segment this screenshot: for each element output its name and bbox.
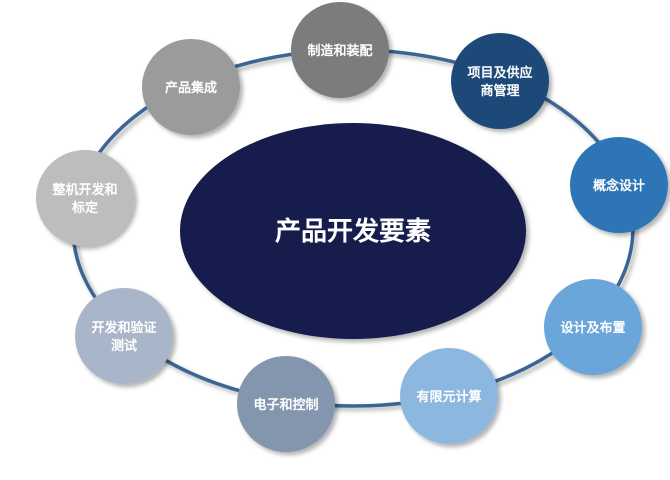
element-node: 设计及布置 (544, 279, 642, 375)
node-label: 电子和控制 (253, 397, 318, 413)
node-label-line: 测试 (111, 338, 137, 354)
node-label-line: 电子和控制 (253, 397, 318, 413)
node-label: 项目及供应商管理 (467, 65, 532, 99)
element-node: 概念设计 (570, 137, 668, 233)
node-label-line: 商管理 (480, 83, 519, 99)
node-label-line: 整机开发和 (51, 182, 117, 198)
node-label: 设计及布置 (560, 320, 625, 336)
node-label-line: 概念设计 (593, 178, 645, 194)
node-label: 产品集成 (165, 80, 217, 96)
node-label-line: 设计及布置 (560, 320, 625, 336)
node-label: 开发和验证测试 (91, 320, 156, 354)
node-label-line: 项目及供应 (467, 65, 532, 81)
element-node: 开发和验证测试 (75, 288, 173, 384)
node-label-line: 开发和验证 (91, 320, 156, 336)
node-label-line: 有限元计算 (416, 389, 481, 405)
node-circle (570, 137, 668, 233)
node-label: 制造和装配 (307, 43, 372, 59)
node-label-line: 产品集成 (165, 80, 217, 96)
node-circle (237, 356, 335, 452)
node-circle (36, 150, 134, 246)
element-node: 电子和控制 (237, 356, 335, 452)
center-label: 产品开发要素 (275, 216, 431, 247)
node-label-line: 标定 (71, 200, 98, 216)
element-node: 产品集成 (142, 39, 240, 135)
node-label: 概念设计 (593, 178, 645, 194)
node-label: 整机开发和标定 (51, 182, 117, 216)
node-circle (142, 39, 240, 135)
node-circle (544, 279, 642, 375)
node-circle (451, 33, 549, 129)
node-label-line: 制造和装配 (307, 43, 372, 59)
element-node: 整机开发和标定 (36, 150, 134, 246)
node-circle (400, 348, 498, 444)
element-node: 制造和装配 (291, 2, 389, 98)
node-circle (75, 288, 173, 384)
node-label: 有限元计算 (416, 389, 481, 405)
node-circle (291, 2, 389, 98)
center-ellipse: 产品开发要素 (180, 123, 526, 339)
element-node: 项目及供应商管理 (451, 33, 549, 129)
element-node: 有限元计算 (400, 348, 498, 444)
